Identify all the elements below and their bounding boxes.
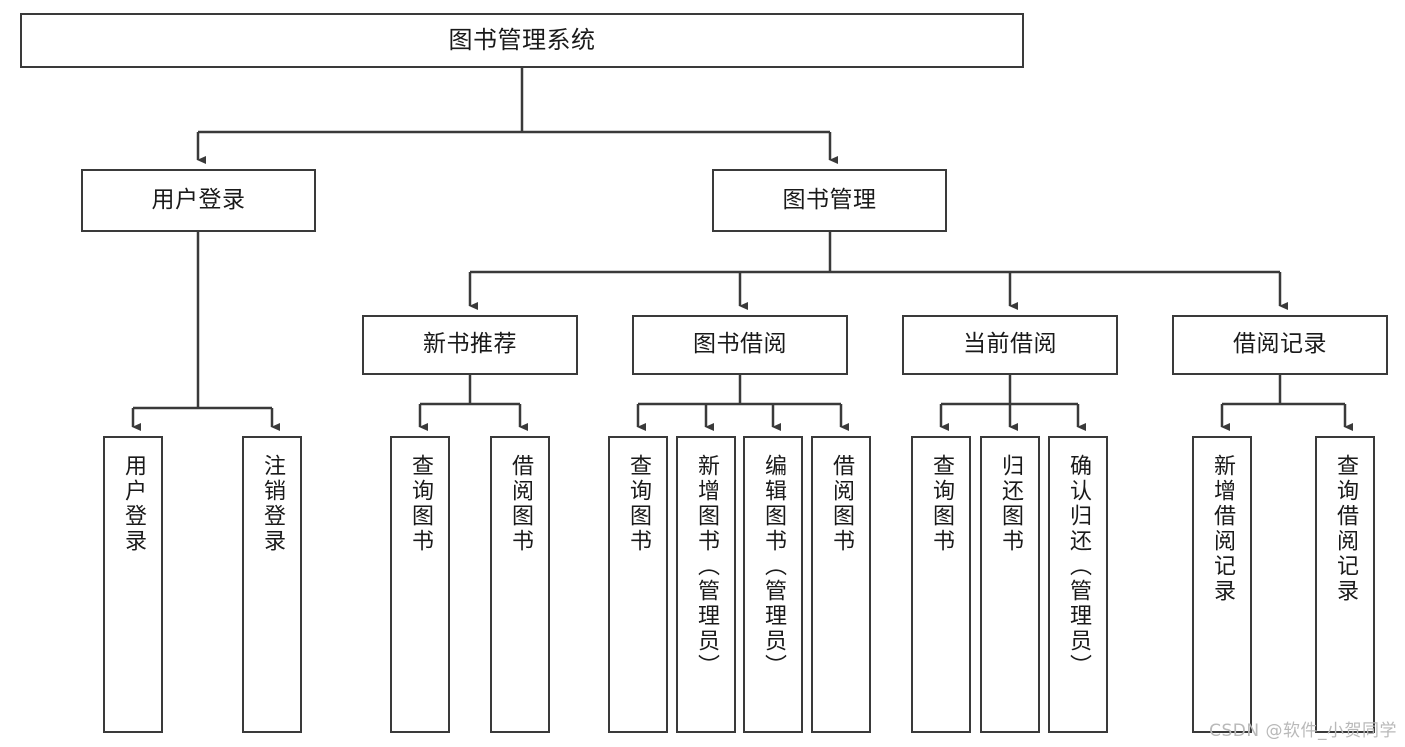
node-label: 图书管理系统 [448, 26, 596, 55]
watermark-credit: CSDN @软件_小贺同学 [1209, 721, 1397, 741]
node-label: 注销登录 [260, 454, 285, 554]
node-label: 查询图书 [929, 454, 954, 554]
node-label: 当前借阅 [963, 331, 1057, 358]
leaf-return-book[interactable]: 归还图书 [980, 436, 1040, 733]
node-label: 借阅记录 [1233, 331, 1327, 358]
node-label: 借阅图书 [508, 454, 533, 554]
node-label: 新增图书（管理员） [694, 454, 719, 679]
node-current-borrow[interactable]: 当前借阅 [902, 315, 1118, 375]
leaf-query-book-borrow[interactable]: 查询图书 [608, 436, 668, 733]
node-label: 图书借阅 [693, 331, 787, 358]
node-book-borrow[interactable]: 图书借阅 [632, 315, 848, 375]
node-label: 用户登录 [151, 186, 246, 213]
leaf-edit-book-admin[interactable]: 编辑图书（管理员） [743, 436, 803, 733]
node-label: 编辑图书（管理员） [761, 454, 786, 679]
node-label: 查询图书 [626, 454, 651, 554]
leaf-logout[interactable]: 注销登录 [242, 436, 302, 733]
leaf-query-book-current[interactable]: 查询图书 [911, 436, 971, 733]
leaf-confirm-return-admin[interactable]: 确认归还（管理员） [1048, 436, 1108, 733]
node-label: 查询图书 [408, 454, 433, 554]
node-borrow-records[interactable]: 借阅记录 [1172, 315, 1388, 375]
leaf-query-borrow-record[interactable]: 查询借阅记录 [1315, 436, 1375, 733]
leaf-user-login[interactable]: 用户登录 [103, 436, 163, 733]
node-label: 查询借阅记录 [1333, 454, 1358, 604]
node-label: 图书管理 [782, 186, 877, 213]
node-root-system[interactable]: 图书管理系统 [20, 13, 1024, 68]
node-new-book-recommend[interactable]: 新书推荐 [362, 315, 578, 375]
node-label: 新增借阅记录 [1210, 454, 1235, 604]
node-user-login[interactable]: 用户登录 [81, 169, 316, 232]
node-label: 新书推荐 [423, 331, 517, 358]
leaf-borrow-book[interactable]: 借阅图书 [811, 436, 871, 733]
node-label: 归还图书 [998, 454, 1023, 554]
node-label: 确认归还（管理员） [1066, 454, 1091, 679]
leaf-query-book-newbook[interactable]: 查询图书 [390, 436, 450, 733]
leaf-add-borrow-record[interactable]: 新增借阅记录 [1192, 436, 1252, 733]
node-label: 借阅图书 [829, 454, 854, 554]
leaf-borrow-book-newbook[interactable]: 借阅图书 [490, 436, 550, 733]
node-book-management[interactable]: 图书管理 [712, 169, 947, 232]
leaf-add-book-admin[interactable]: 新增图书（管理员） [676, 436, 736, 733]
node-label: 用户登录 [121, 454, 146, 554]
